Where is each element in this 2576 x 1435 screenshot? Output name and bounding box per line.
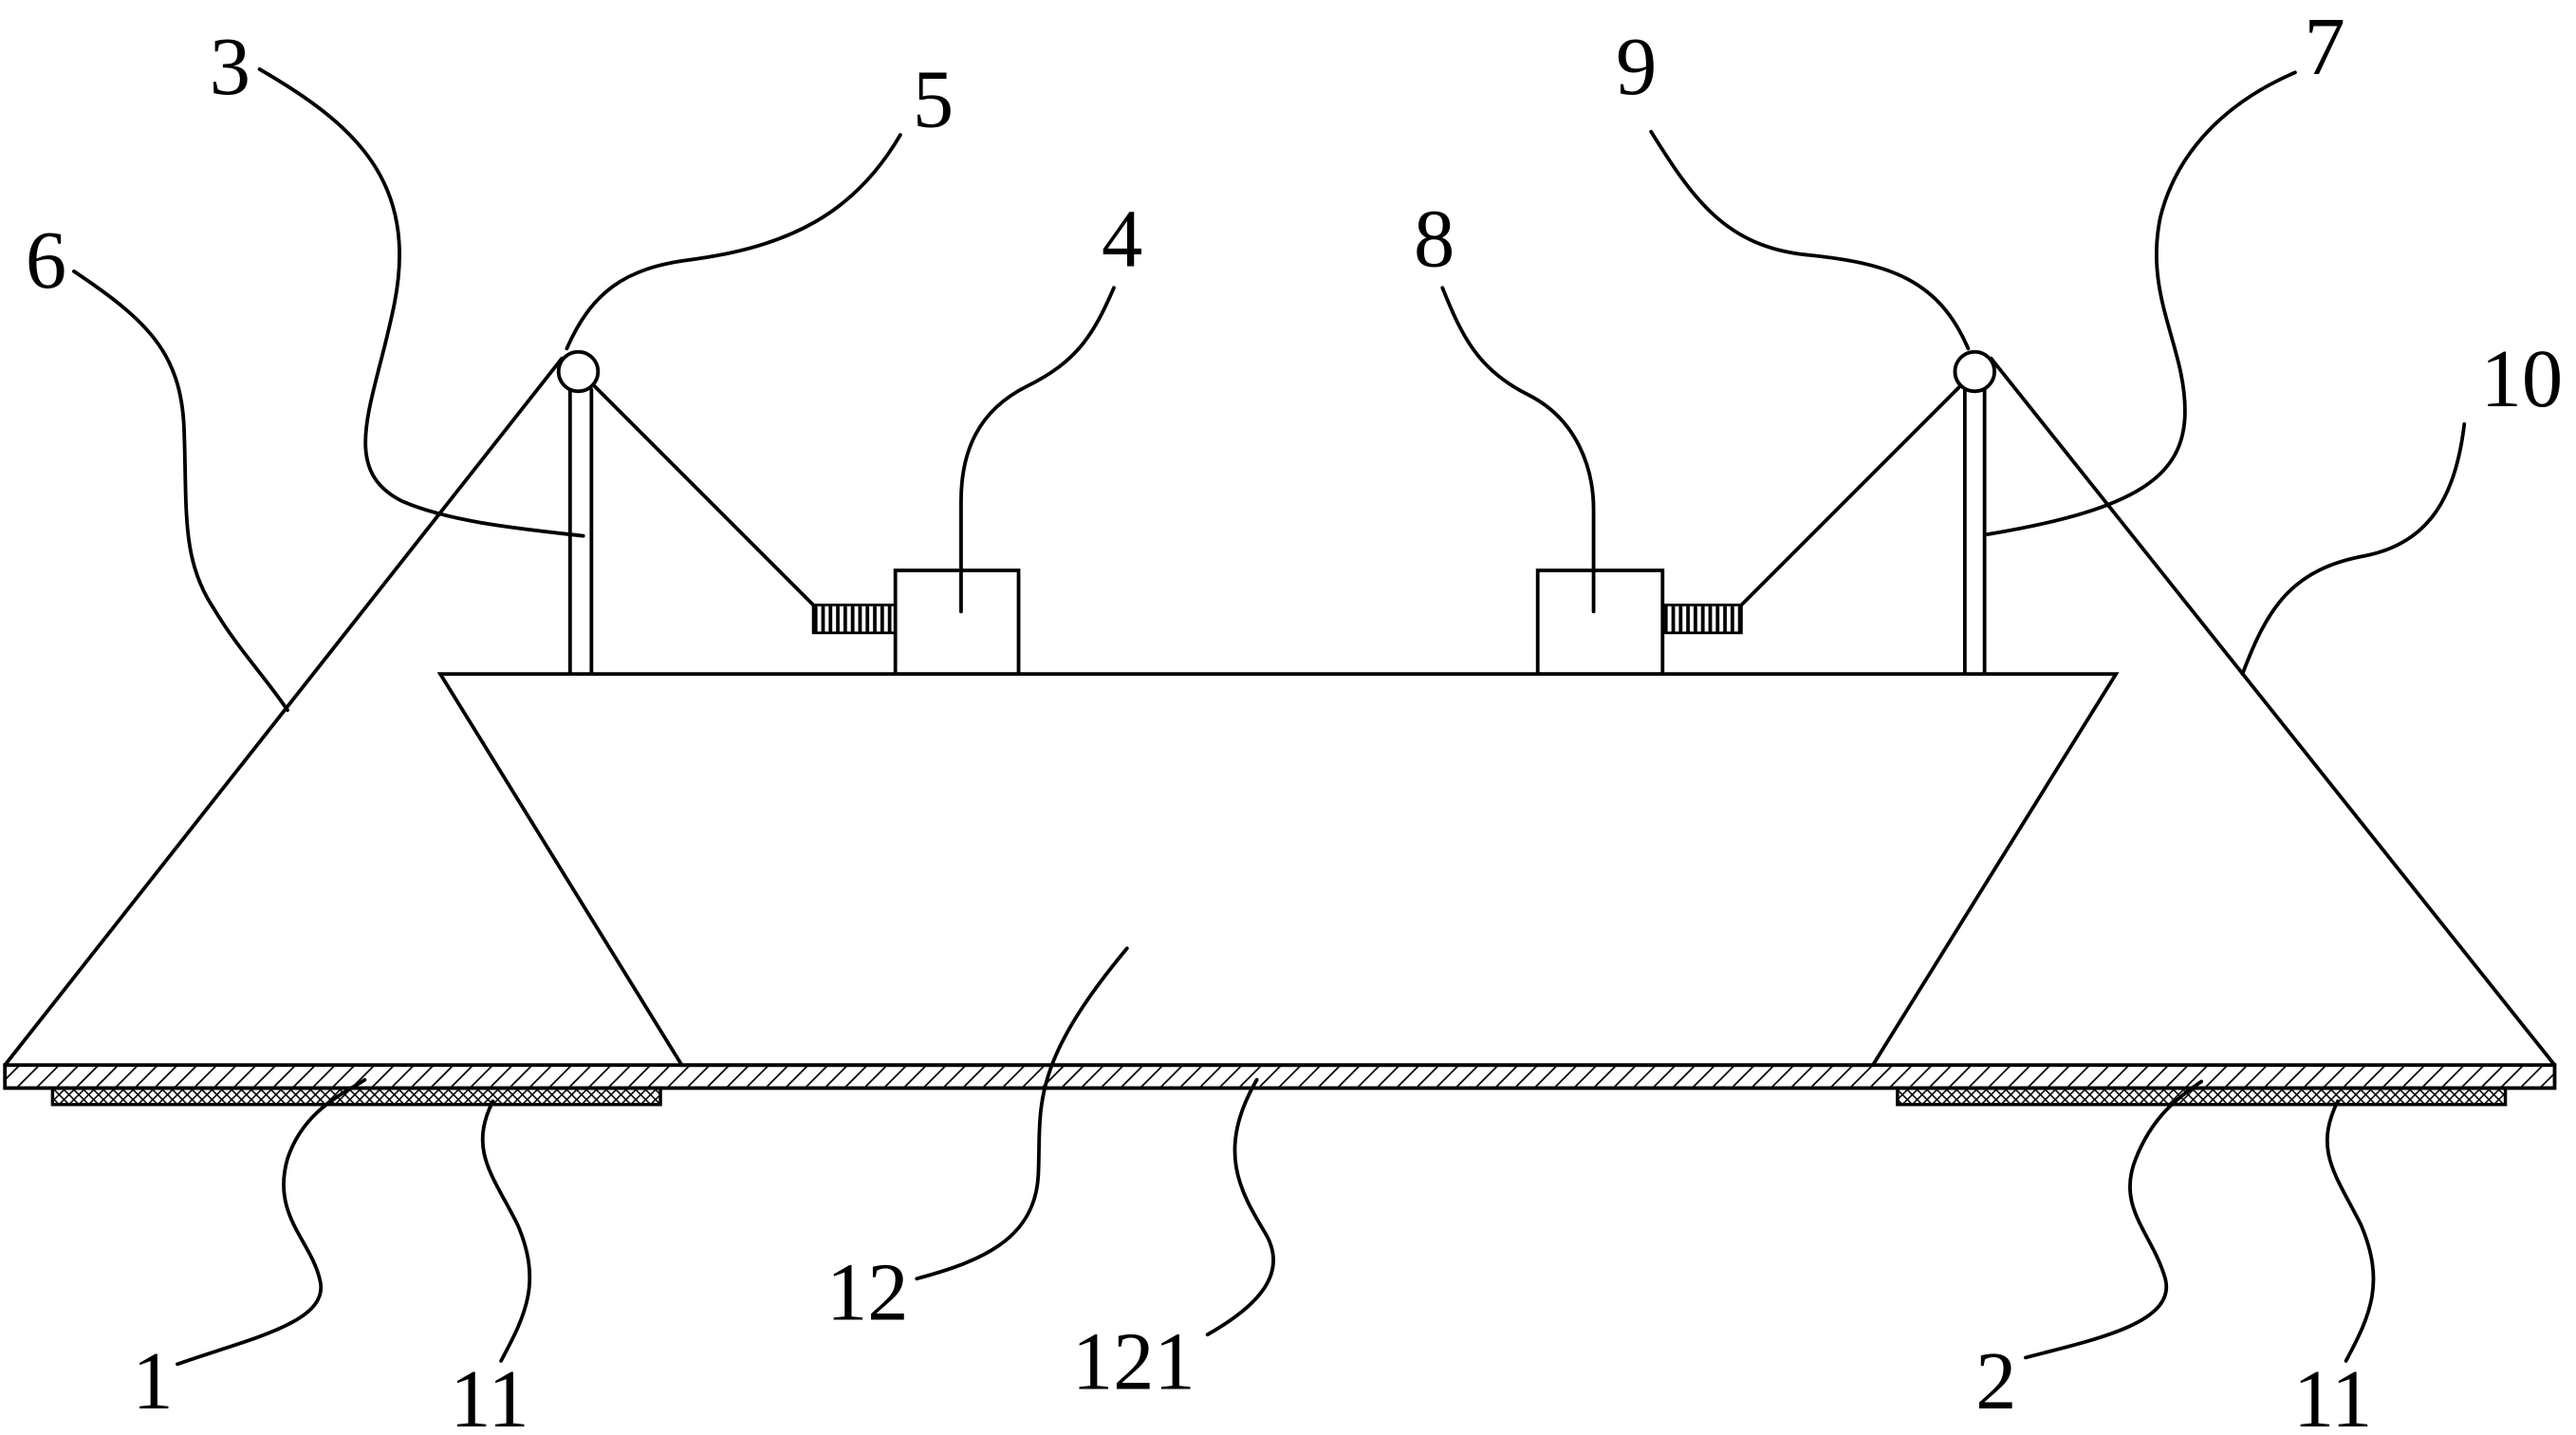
left-pulley (556, 349, 601, 394)
callout-label-8: 8 (1414, 194, 1455, 285)
leader-line-4 (959, 286, 1116, 614)
leader-line-3 (257, 67, 585, 538)
leader-line-7 (1986, 70, 2297, 536)
leader-line-121 (1205, 1077, 1275, 1337)
right-triangle-side (1989, 356, 2557, 1068)
trapezoid-body (436, 672, 2120, 1068)
left-triangle-side (3, 356, 565, 1068)
left-screw (811, 604, 898, 635)
leader-line-12 (915, 946, 1129, 1281)
right-screw (1660, 604, 1743, 635)
right-block (1535, 568, 1665, 677)
leader-line-6 (72, 269, 289, 713)
callout-label-1: 1 (132, 1335, 173, 1426)
leader-line-10 (2240, 422, 2467, 677)
leader-line-9 (1649, 129, 1971, 351)
callout-label-12: 12 (826, 1247, 909, 1338)
leader-line-11-left (480, 1099, 532, 1363)
left-cable (591, 382, 815, 607)
left-block (893, 568, 1021, 677)
callout-label-7: 7 (2304, 1, 2344, 92)
callout-label-10: 10 (2481, 333, 2564, 424)
leader-line-11-right (2325, 1099, 2376, 1363)
callout-label-11-right: 11 (2293, 1353, 2372, 1435)
leader-line-1 (176, 1077, 367, 1367)
callout-label-3: 3 (210, 21, 250, 112)
callout-label-4: 4 (1102, 194, 1142, 285)
leader-line-8 (1440, 286, 1596, 614)
callout-label-5: 5 (913, 54, 954, 145)
base-plate (3, 1063, 2557, 1090)
callout-label-9: 9 (1616, 21, 1657, 112)
right-pad (1896, 1086, 2508, 1107)
leader-line-2 (2024, 1079, 2204, 1360)
right-cable (1739, 384, 1962, 607)
left-pad (50, 1086, 662, 1107)
callout-label-121: 121 (1072, 1315, 1195, 1407)
right-pulley (1953, 349, 1996, 394)
callout-label-2: 2 (1975, 1335, 2016, 1426)
callout-label-6: 6 (26, 214, 66, 306)
callout-label-11-left: 11 (450, 1353, 528, 1435)
leader-line-5 (565, 133, 902, 351)
